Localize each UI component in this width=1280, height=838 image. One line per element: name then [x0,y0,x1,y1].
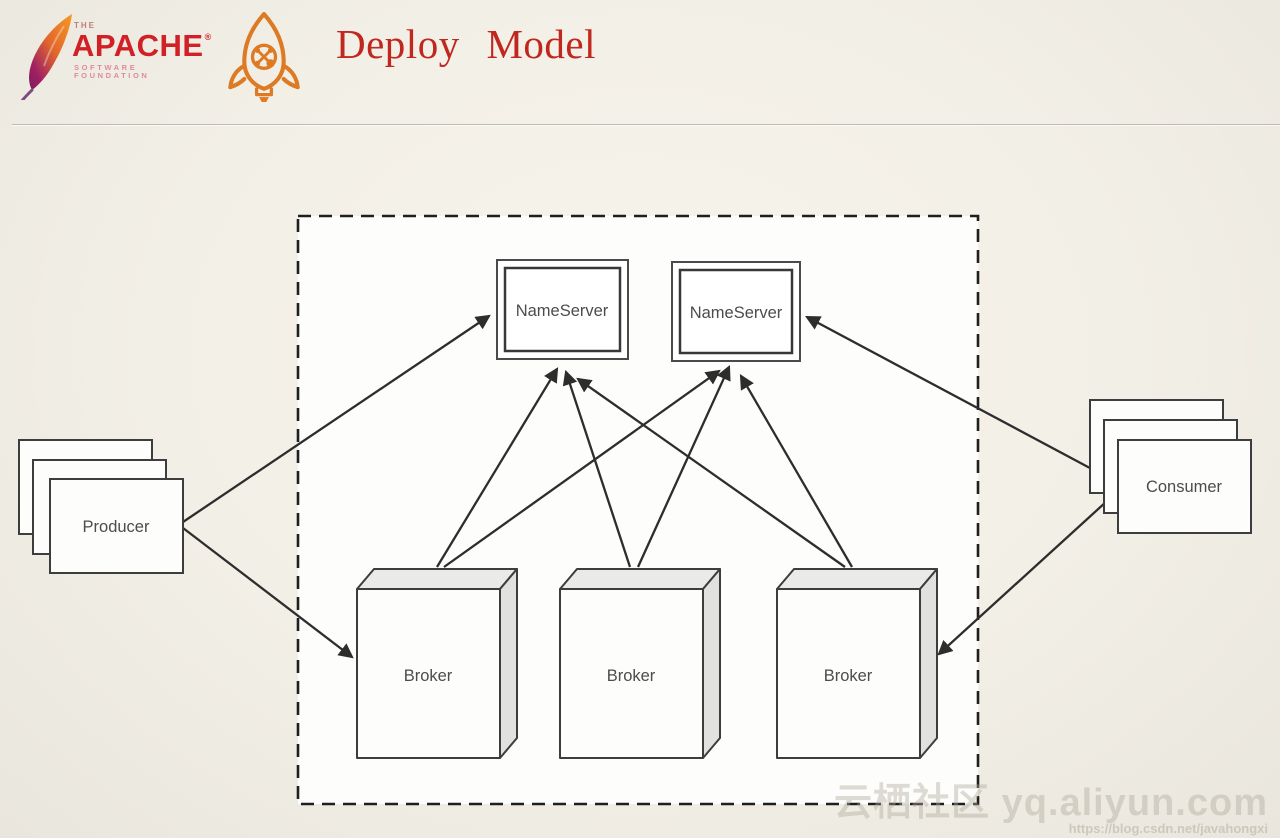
edge-producer-to-broker-1 [182,527,354,659]
broker-1-front-face [356,588,501,759]
edge-broker-3-to-nameserver-2 [739,374,853,568]
nameserver-2-inner-box [678,268,794,355]
rocketmq-rocket-icon [228,12,300,102]
broker-3-side-face [919,568,938,759]
nameserver-1-label: NameServer [516,302,609,320]
node-consumer: Consumer [1089,399,1252,534]
edge-consumer-to-broker-3 [937,490,1119,656]
apache-logo: THE APACHE® SOFTWARE FOUNDATION [16,12,211,100]
node-broker-1: Broker [356,568,518,759]
edge-consumer-to-nameserver-2 [805,315,1119,485]
producer-stack-front [49,478,184,574]
broker-1-side-face [499,568,518,759]
broker-2-side-face [702,568,721,759]
nameserver-1-inner-box [503,266,622,353]
node-broker-3: Broker [776,568,938,759]
broker-2-front-face [559,588,704,759]
broker-3-label: Broker [824,667,873,685]
apache-wordmark: THE APACHE® SOFTWARE FOUNDATION [72,22,211,79]
header-divider [12,124,1280,125]
broker-3-front-face [776,588,921,759]
edge-broker-2-to-nameserver-1 [562,369,632,568]
header: THE APACHE® SOFTWARE FOUNDATION Deploy M… [0,0,1280,125]
node-nameserver-1: NameServer [496,259,629,360]
edge-broker-2-to-nameserver-2 [636,364,731,568]
broker-2-label: Broker [607,667,656,685]
broker-3-top-face [776,568,938,590]
broker-2-top-face [559,568,721,590]
page-title: Deploy Model [336,21,596,67]
broker-1-label: Broker [404,667,453,685]
apache-feather-icon [20,14,72,100]
apache-foundation-label: SOFTWARE FOUNDATION [74,63,150,80]
node-producer: Producer [18,439,184,574]
apache-the-label: THE [74,21,96,30]
edge-broker-1-to-nameserver-2 [443,369,721,568]
producer-label: Producer [83,518,150,536]
consumer-stack-front [1117,439,1252,534]
broker-1-top-face [356,568,518,590]
edge-broker-1-to-nameserver-1 [436,367,559,568]
apache-registered-mark: ® [204,32,212,42]
edges [182,314,1119,659]
edge-broker-3-to-nameserver-1 [576,377,846,568]
apache-brand-label: APACHE® [72,30,211,61]
nameserver-2-label: NameServer [690,304,783,322]
node-broker-2: Broker [559,568,721,759]
node-nameserver-2: NameServer [671,261,801,362]
consumer-label: Consumer [1146,478,1223,496]
edge-producer-to-nameserver-1 [182,314,491,523]
apache-brand-text: APACHE [72,28,204,63]
